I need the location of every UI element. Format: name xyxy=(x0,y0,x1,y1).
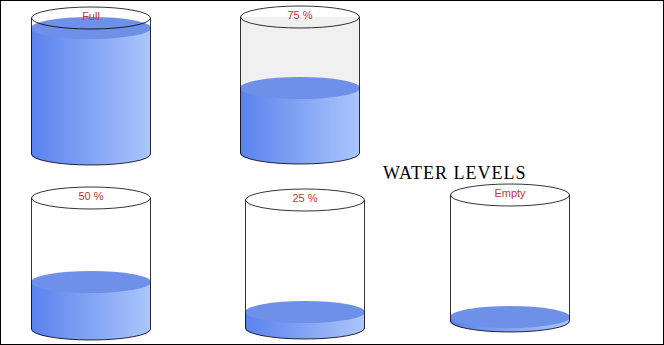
cylinder-outline xyxy=(246,189,365,339)
water-surface xyxy=(31,271,151,293)
water-cylinder: 25 % xyxy=(245,188,365,340)
diagram-title: WATER LEVELS xyxy=(383,163,526,184)
water-cylinder: Empty xyxy=(450,183,570,333)
cylinder-rim xyxy=(32,7,151,29)
level-label: Empty xyxy=(450,186,570,200)
water-body xyxy=(240,88,360,164)
level-label: 75 % xyxy=(240,8,360,22)
cylinder-shape xyxy=(31,6,151,166)
cylinder-outline xyxy=(32,7,151,165)
cylinder-shape xyxy=(450,183,570,333)
water-cylinder: 50 % xyxy=(31,186,151,341)
level-label: Full xyxy=(31,9,151,23)
cylinder-shape xyxy=(245,188,365,340)
cylinder-outline xyxy=(32,187,151,340)
water-body xyxy=(31,28,151,165)
water-surface xyxy=(450,306,570,328)
level-label: 50 % xyxy=(31,189,151,203)
water-surface xyxy=(240,77,360,99)
cylinder-rim xyxy=(451,184,570,206)
cylinder-wall xyxy=(241,17,360,164)
level-label: 25 % xyxy=(245,191,365,205)
water-cylinder: Full xyxy=(31,6,151,166)
cylinder-rim xyxy=(32,187,151,209)
cylinder-outline xyxy=(241,6,360,164)
cylinder-wall xyxy=(246,200,365,339)
cylinder-wall xyxy=(451,195,570,332)
cylinder-wall xyxy=(32,18,151,165)
water-surface xyxy=(245,301,365,323)
cylinder-wall xyxy=(32,198,151,340)
cylinder-outline xyxy=(451,184,570,332)
cylinder-shape xyxy=(240,5,360,165)
cylinder-rim xyxy=(241,6,360,28)
cylinder-shape xyxy=(31,186,151,341)
water-cylinder: 75 % xyxy=(240,5,360,165)
cylinder-rim xyxy=(246,189,365,211)
